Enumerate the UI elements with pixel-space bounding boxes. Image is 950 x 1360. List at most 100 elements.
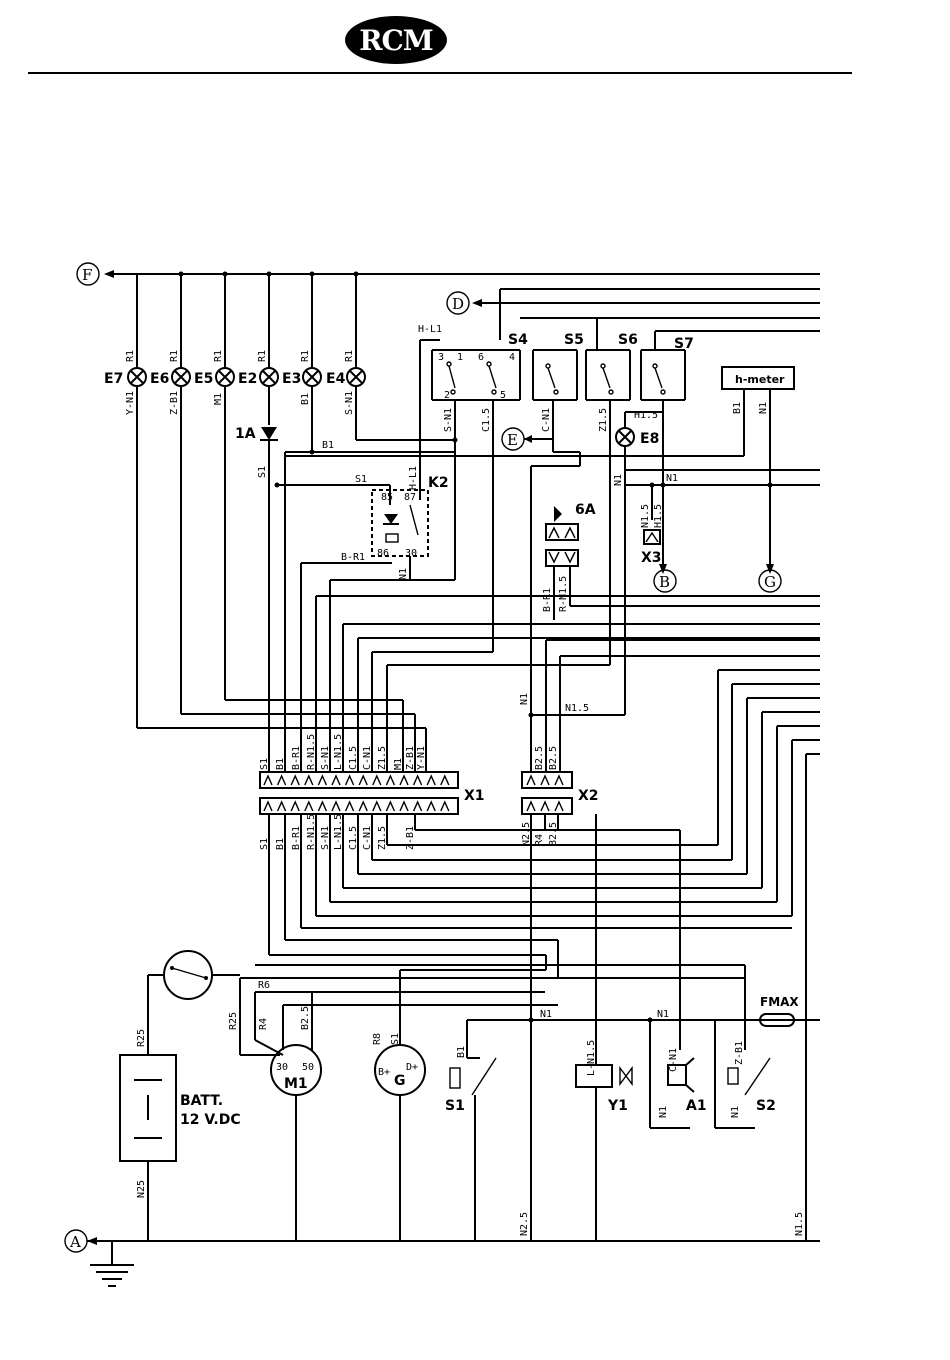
x1-pin bbox=[344, 800, 355, 812]
top-bus-lines bbox=[104, 270, 820, 470]
svg-text:85: 85 bbox=[381, 492, 393, 503]
x1-bottom-label: R-N1.5 bbox=[306, 814, 317, 850]
svg-text:h-meter: h-meter bbox=[735, 373, 785, 386]
x1-bottom-label: L-N1.5 bbox=[333, 814, 344, 850]
lamp-lower-wires bbox=[136, 386, 458, 772]
svg-text:4: 4 bbox=[509, 352, 515, 363]
svg-text:B1: B1 bbox=[322, 440, 334, 451]
svg-text:B1: B1 bbox=[300, 393, 311, 405]
rcm-logo bbox=[345, 16, 447, 64]
lamp-e3: E3 R1 B1 bbox=[282, 350, 322, 405]
svg-text:X2: X2 bbox=[578, 788, 599, 804]
x1-pin bbox=[440, 774, 450, 786]
svg-text:C1.5: C1.5 bbox=[481, 408, 492, 432]
svg-text:30: 30 bbox=[405, 548, 417, 559]
svg-text:5: 5 bbox=[500, 390, 506, 401]
lamp-e6: E6 R1 Z-B1 bbox=[150, 350, 191, 415]
svg-text:B2.5: B2.5 bbox=[534, 746, 545, 770]
svg-text:Y1: Y1 bbox=[607, 1098, 628, 1114]
svg-text:R1: R1 bbox=[169, 350, 180, 362]
valve-y1: Y1 bbox=[575, 1064, 633, 1241]
svg-text:R25: R25 bbox=[228, 1012, 239, 1030]
horn-a1: A1 bbox=[667, 1057, 707, 1114]
x1-pin bbox=[440, 800, 450, 812]
svg-text:E4: E4 bbox=[326, 371, 346, 387]
fuse-6a: 6A B-R1 R-N1.5 bbox=[542, 502, 820, 620]
svg-text:E: E bbox=[507, 431, 518, 449]
motor-m1: 30 50 M1 bbox=[270, 1044, 322, 1241]
svg-text:6: 6 bbox=[478, 352, 484, 363]
svg-text:B2.5: B2.5 bbox=[548, 822, 559, 846]
svg-text:N1: N1 bbox=[758, 402, 769, 414]
svg-text:E2: E2 bbox=[238, 371, 257, 387]
svg-text:F: F bbox=[82, 266, 92, 284]
x1-top-label: S1 bbox=[259, 758, 270, 770]
x2-pin bbox=[554, 774, 564, 786]
svg-text:50: 50 bbox=[302, 1062, 314, 1073]
svg-text:G: G bbox=[394, 1073, 406, 1089]
x1-top-label: C-N1 bbox=[362, 746, 373, 770]
svg-text:R-N1.5: R-N1.5 bbox=[558, 576, 569, 612]
svg-text:E5: E5 bbox=[194, 371, 213, 387]
svg-text:2: 2 bbox=[444, 390, 450, 401]
svg-text:E7: E7 bbox=[104, 371, 123, 387]
x1-top-label: Z-B1 bbox=[405, 746, 416, 770]
svg-text:N1.5: N1.5 bbox=[640, 504, 651, 528]
svg-text:R25: R25 bbox=[136, 1029, 147, 1047]
x1-bottom-label: C1.5 bbox=[348, 826, 359, 850]
svg-text:B1: B1 bbox=[732, 402, 743, 414]
x1-pin bbox=[276, 800, 287, 812]
ground-bus bbox=[87, 1237, 820, 1287]
svg-text:D+: D+ bbox=[406, 1062, 418, 1073]
battery: BATT. 12 V.DC N25 bbox=[119, 1054, 241, 1241]
x1-pin bbox=[304, 774, 314, 786]
svg-text:C-N1: C-N1 bbox=[541, 408, 552, 432]
rcm-logo-text: RCM bbox=[359, 24, 434, 57]
svg-text:N1.5: N1.5 bbox=[794, 1212, 805, 1236]
svg-text:N1: N1 bbox=[666, 473, 678, 484]
svg-text:FMAX: FMAX bbox=[760, 995, 799, 1009]
svg-text:S2: S2 bbox=[756, 1098, 776, 1114]
x1-bottom-label: B-R1 bbox=[291, 826, 302, 850]
svg-text:S-N1: S-N1 bbox=[344, 391, 355, 415]
svg-text:1A: 1A bbox=[235, 426, 256, 442]
connector-a: A bbox=[64, 1229, 88, 1253]
svg-text:S6: S6 bbox=[618, 332, 638, 348]
x1-top-label: L-N1.5 bbox=[333, 734, 344, 770]
svg-text:R1: R1 bbox=[300, 350, 311, 362]
svg-text:B2.5: B2.5 bbox=[300, 1006, 311, 1030]
x1-pin bbox=[304, 800, 314, 812]
lamp-e2: E2 R1 bbox=[238, 350, 279, 387]
svg-text:Z-B1: Z-B1 bbox=[169, 391, 180, 415]
svg-text:E3: E3 bbox=[282, 371, 301, 387]
x2-pins bbox=[526, 774, 564, 812]
svg-text:X3: X3 bbox=[641, 550, 662, 566]
svg-text:N2.5: N2.5 bbox=[521, 822, 532, 846]
connector-f: F bbox=[76, 262, 100, 286]
svg-text:S1: S1 bbox=[445, 1098, 465, 1114]
svg-text:S4: S4 bbox=[508, 332, 528, 348]
svg-text:M1: M1 bbox=[213, 393, 224, 405]
h-meter: h-meter B1 N1 bbox=[285, 366, 795, 574]
x1-top-label: R-N1.5 bbox=[306, 734, 317, 770]
svg-text:S1: S1 bbox=[355, 474, 367, 485]
x1-pin bbox=[385, 774, 396, 786]
gauge-sender: R25 bbox=[136, 950, 240, 1055]
svg-text:87: 87 bbox=[404, 492, 416, 503]
svg-text:L-N1.5: L-N1.5 bbox=[586, 1040, 597, 1076]
svg-text:B+: B+ bbox=[378, 1067, 390, 1078]
svg-text:N1: N1 bbox=[540, 1009, 552, 1020]
svg-text:30: 30 bbox=[276, 1062, 288, 1073]
svg-text:N1: N1 bbox=[519, 693, 530, 705]
x1-pin bbox=[263, 800, 273, 812]
svg-text:R1: R1 bbox=[213, 350, 224, 362]
x1-pin bbox=[399, 800, 409, 812]
lamp-e5: E5 R1 M1 bbox=[194, 350, 235, 405]
x1-top-label: C1.5 bbox=[348, 746, 359, 770]
svg-text:N1.5: N1.5 bbox=[565, 703, 589, 714]
x1-pin bbox=[290, 774, 300, 786]
x1-top-label: Z1.5 bbox=[377, 746, 388, 770]
svg-text:E8: E8 bbox=[640, 431, 659, 447]
connector-e: E bbox=[501, 427, 553, 451]
